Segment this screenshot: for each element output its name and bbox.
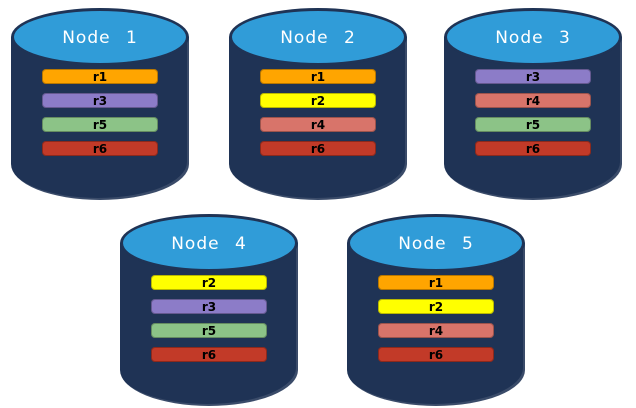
replica-bar: r6 <box>475 141 591 156</box>
replica-label: r4 <box>310 117 326 132</box>
replica-bar: r4 <box>475 93 591 108</box>
replica-label: r3 <box>525 69 541 84</box>
replica-bar: r6 <box>260 141 376 156</box>
cylinder-top: Node 3 <box>444 8 622 66</box>
replica-list: r3 r4 r5 r6 <box>475 69 591 156</box>
replica-label: r3 <box>92 93 108 108</box>
replica-label: r5 <box>92 117 108 132</box>
replica-label: r1 <box>428 275 444 290</box>
node-cylinder-2: Node 2 r1 r2 r4 r6 <box>229 8 407 200</box>
cylinder-top: Node 2 <box>229 8 407 66</box>
replica-label: r6 <box>92 141 108 156</box>
node-title: Node 2 <box>280 28 356 48</box>
replica-bar: r2 <box>378 299 494 314</box>
replica-bar: r3 <box>475 69 591 84</box>
replica-bar: r6 <box>151 347 267 362</box>
replica-label: r2 <box>428 299 444 314</box>
replica-bar: r4 <box>378 323 494 338</box>
node-cylinder-5: Node 5 r1 r2 r4 r6 <box>347 214 525 406</box>
replica-bar: r3 <box>42 93 158 108</box>
replica-bar: r5 <box>42 117 158 132</box>
replica-label: r5 <box>201 323 217 338</box>
replica-list: r1 r2 r4 r6 <box>378 275 494 362</box>
replica-label: r6 <box>310 141 326 156</box>
replica-label: r2 <box>310 93 326 108</box>
node-title: Node 4 <box>171 234 247 254</box>
replica-bar: r5 <box>151 323 267 338</box>
replica-label: r3 <box>201 299 217 314</box>
replica-bar: r6 <box>378 347 494 362</box>
replica-bar: r3 <box>151 299 267 314</box>
replica-bar: r6 <box>42 141 158 156</box>
replica-bar: r2 <box>260 93 376 108</box>
replica-bar: r2 <box>151 275 267 290</box>
replica-bar: r1 <box>260 69 376 84</box>
node-title: Node 1 <box>62 28 138 48</box>
node-title: Node 5 <box>398 234 474 254</box>
cylinder-top: Node 1 <box>11 8 189 66</box>
replica-bar: r1 <box>42 69 158 84</box>
replica-label: r4 <box>525 93 541 108</box>
replica-bar: r5 <box>475 117 591 132</box>
replica-label: r4 <box>428 323 444 338</box>
replica-label: r6 <box>525 141 541 156</box>
node-title: Node 3 <box>495 28 571 48</box>
replica-list: r1 r2 r4 r6 <box>260 69 376 156</box>
replica-label: r6 <box>201 347 217 362</box>
node-cylinder-1: Node 1 r1 r3 r5 r6 <box>11 8 189 200</box>
node-cylinder-3: Node 3 r3 r4 r5 r6 <box>444 8 622 200</box>
replica-label: r6 <box>428 347 444 362</box>
node-cylinder-4: Node 4 r2 r3 r5 r6 <box>120 214 298 406</box>
cylinder-top: Node 4 <box>120 214 298 272</box>
replica-bar: r4 <box>260 117 376 132</box>
replica-list: r1 r3 r5 r6 <box>42 69 158 156</box>
replica-label: r5 <box>525 117 541 132</box>
replica-list: r2 r3 r5 r6 <box>151 275 267 362</box>
replica-label: r1 <box>310 69 326 84</box>
cylinder-top: Node 5 <box>347 214 525 272</box>
replica-label: r1 <box>92 69 108 84</box>
replica-label: r2 <box>201 275 217 290</box>
replica-bar: r1 <box>378 275 494 290</box>
